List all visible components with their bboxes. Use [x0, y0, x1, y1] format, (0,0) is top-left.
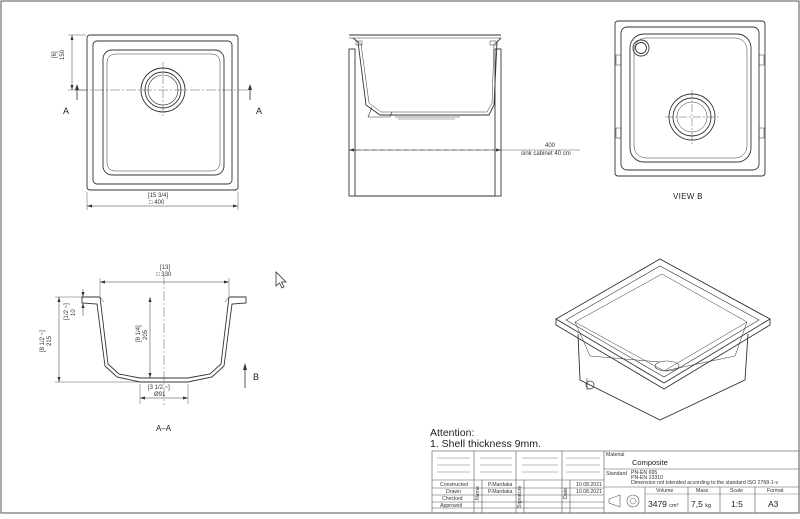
top-side-in: [6] [52, 51, 58, 58]
scale-label: Scale [730, 488, 743, 494]
drain-mm: Ø91 [154, 392, 166, 398]
mass-label: Mass [696, 488, 709, 494]
top-width-in: [15 3/4] [148, 193, 169, 199]
mass-unit: kg [705, 503, 712, 509]
col-name-label: Name [475, 486, 481, 500]
row-name-constructed: P.Mardaka [488, 482, 513, 488]
section-depth-in: [8 1/4] [136, 325, 142, 342]
top-side-mm: 150 [60, 49, 66, 60]
isometric-view [555, 258, 771, 421]
section-total-in: [8 1/2 ~] [40, 330, 46, 352]
title-block [431, 450, 800, 514]
material-value: Composite [632, 458, 668, 467]
section-width-mm: □ 330 [156, 272, 172, 278]
format-label: Format [767, 488, 784, 494]
side-view [348, 34, 580, 197]
row-role-constructed: Constructed [440, 482, 468, 488]
section-width-in: [13] [160, 265, 171, 271]
section-rim-in: [1/2 ~] [64, 303, 70, 320]
col-signature-label: Signature [517, 485, 523, 508]
section-width-mm-value: 330 [161, 272, 172, 278]
attention-text: 1. Shell thickness 9mm. [430, 438, 541, 450]
top-width-mm: □ 400 [149, 200, 165, 206]
standard-label: Standard [606, 471, 628, 477]
section-total-mm: 215 [47, 335, 53, 346]
standard-line-1: PN-EN 695 [631, 470, 658, 476]
volume-unit: cm³ [669, 503, 679, 509]
attention-title: Attention: [430, 427, 475, 439]
volume-number: 3479 [648, 499, 667, 509]
standard-line-3: Dimension not tolerated according to the… [631, 480, 779, 486]
projection-symbol-icon [608, 494, 621, 508]
view-b-label: VIEW B [673, 192, 703, 201]
section-marker-a-right: A [256, 106, 263, 116]
row-date-drawn: 10.08.2021 [576, 489, 602, 495]
view-b [614, 20, 766, 177]
view-marker-b: B [253, 372, 260, 382]
row-name-drawn: P.Mardaka [488, 489, 513, 495]
material-label: Material [606, 452, 625, 458]
row-role-checked: Checked [442, 496, 463, 502]
top-width-mm-value: 400 [154, 200, 165, 206]
mass-number: 7,5 [691, 499, 703, 509]
drain-in: [3 1/2 ~] [148, 385, 170, 391]
row-role-drawn: Drawn [446, 489, 461, 495]
section-marker-a-left: A [63, 106, 70, 116]
format-value: A3 [768, 499, 779, 509]
row-role-approved: Approved [440, 503, 463, 509]
volume-label: Volume [656, 488, 674, 494]
section-depth-mm: 205 [143, 329, 149, 340]
cabinet-dimension-value: 400 [545, 143, 556, 149]
attention-note: Attention: 1. Shell thickness 9mm. [430, 428, 541, 450]
section-a-a [55, 275, 247, 405]
col-date-label: Date [563, 488, 569, 499]
section-rim-mm: 10 [71, 309, 77, 316]
mouse-cursor-icon [275, 271, 287, 289]
standard-line-2: PN-EN 13310 [631, 475, 664, 481]
top-view [68, 34, 252, 210]
cabinet-dimension-label: sink cabinet 40 cm [521, 151, 571, 157]
volume-value: 3479 cm³ [648, 499, 678, 509]
scale-value: 1:5 [731, 499, 743, 509]
mass-value: 7,5 kg [691, 499, 711, 509]
section-label: A–A [156, 424, 172, 433]
row-date-constructed: 10.08.2021 [576, 482, 602, 488]
